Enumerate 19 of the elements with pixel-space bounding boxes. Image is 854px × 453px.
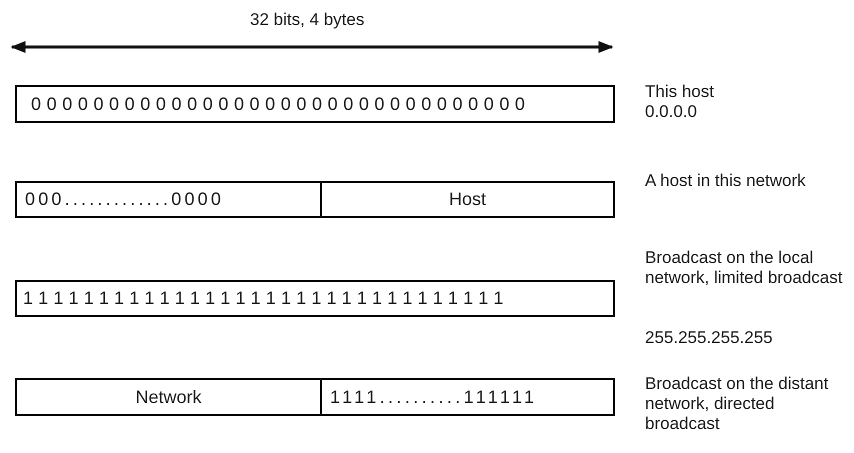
description-text: This host (645, 82, 715, 102)
bit-pattern-text: Host (448, 189, 486, 210)
description-text: Broadcast on the local network, limited broadcast (645, 248, 844, 288)
dimension-label: 32 bits, 4 bytes (250, 10, 364, 30)
bit-pattern-text: 000.............0000 (25, 189, 224, 210)
address-text: 255.255.255.255 (645, 328, 774, 348)
description-text: A host in this network (645, 171, 807, 191)
bit-field-box (320, 378, 615, 416)
bit-field-box (15, 378, 322, 416)
bit-pattern-text: Network (135, 386, 202, 408)
bit-pattern-text: 1111..........111111 (330, 386, 538, 408)
bit-field-box (15, 85, 615, 123)
bit-field-box (15, 181, 322, 218)
bit-pattern-text: 11111111111111111111111111111111 (23, 288, 510, 309)
bit-field-box (15, 280, 615, 317)
bit-field-box (320, 181, 615, 218)
address-text: 0.0.0.0 (645, 102, 698, 122)
bit-pattern-text: 00000000000000000000000000000000 (31, 94, 531, 114)
description-text: Broadcast on the distant network, directed broadcast (645, 374, 830, 434)
